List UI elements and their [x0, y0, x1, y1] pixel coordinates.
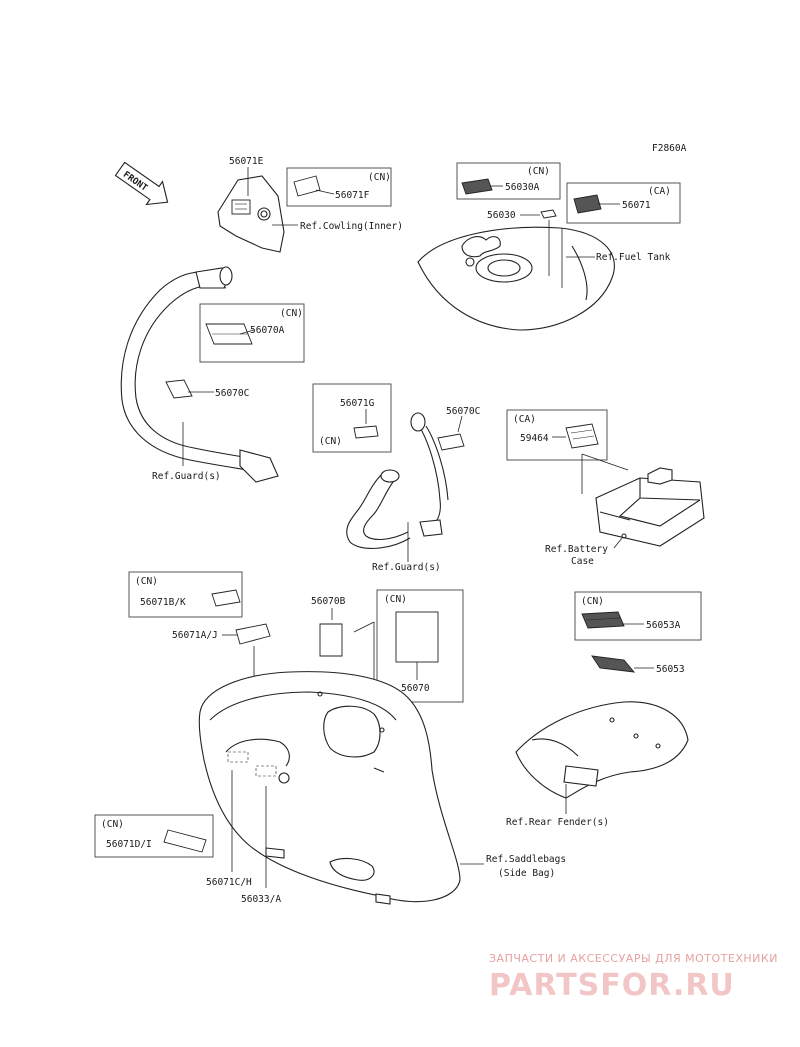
cn-box-56070A: [199, 303, 305, 363]
ref-battery-case-2: Case: [571, 556, 594, 567]
label-56070: 56070: [401, 683, 430, 694]
cn-box-56030A: [456, 162, 561, 200]
label-56071CH: 56071C/H: [206, 877, 252, 888]
label-56070A: 56070A: [250, 325, 285, 336]
ca-label: (CA): [513, 414, 536, 425]
label-56033A: 56033/A: [241, 894, 281, 905]
ref-cowling-inner: Ref.Cowling(Inner): [300, 221, 403, 232]
ref-fuel-tank: Ref.Fuel Tank: [596, 252, 671, 263]
label-56071G: 56071G: [340, 398, 375, 409]
cn-label: (CN): [101, 819, 124, 830]
label-56071AJ: 56071A/J: [172, 630, 218, 641]
label-56053: 56053: [656, 664, 685, 675]
ref-saddlebags-1: Ref.Saddlebags: [486, 854, 566, 865]
cn-label: (CN): [368, 172, 391, 183]
ref-battery-case-1: Ref.Battery: [545, 544, 608, 555]
ca-box-59464: [506, 409, 608, 461]
cn-box-56053A: [574, 591, 702, 641]
label-59464: 59464: [520, 433, 549, 444]
label-56030: 56030: [487, 210, 516, 221]
decal-56070C-right: [437, 433, 465, 451]
left-guard-illustration: [120, 266, 279, 483]
saddlebag-illustration: [198, 671, 461, 905]
decal-56070: [395, 611, 439, 663]
label-56071F: 56071F: [335, 190, 370, 201]
decal-56053A: [581, 611, 625, 629]
label-56071BK: 56071B/K: [140, 597, 186, 608]
label-56030A: 56030A: [505, 182, 540, 193]
decal-56030A: [461, 178, 493, 195]
cn-box-56071DI: [94, 814, 214, 858]
cn-box-56071F: [286, 167, 392, 207]
front-arrow-icon: FRONT: [114, 161, 169, 206]
battery-case-illustration: [595, 467, 705, 547]
watermark-tagline: ЗАПЧАСТИ И АКСЕССУАРЫ ДЛЯ МОТОТЕХНИКИ: [489, 952, 778, 965]
label-56071: 56071: [622, 200, 651, 211]
fuel-tank-illustration: [417, 226, 615, 331]
label-56071E: 56071E: [229, 156, 264, 167]
cn-label: (CN): [527, 166, 550, 177]
cn-box-56070: [376, 589, 464, 703]
decal-56071BK: [211, 589, 241, 607]
figure-code: F2860A: [652, 143, 687, 154]
decal-56071DI: [163, 829, 207, 853]
decal-56071: [573, 194, 602, 214]
cn-label: (CN): [384, 594, 407, 605]
decal-56071F: [293, 175, 321, 197]
label-56070B: 56070B: [311, 596, 346, 607]
center-guard-illustration: [346, 412, 449, 549]
label-56071DI: 56071D/I: [106, 839, 152, 850]
ref-saddlebags-2: (Side Bag): [498, 868, 555, 879]
label-56053A: 56053A: [646, 620, 681, 631]
decal-56053: [591, 655, 636, 673]
label-56070C-right: 56070C: [446, 406, 480, 417]
ref-rear-fender: Ref.Rear Fender(s): [506, 817, 609, 828]
decal-56071AJ: [235, 623, 271, 645]
decal-56071G: [353, 425, 379, 439]
watermark-logo: PARTSFOR.RU: [489, 968, 735, 1003]
cn-label: (CN): [135, 576, 158, 587]
cowling-inner-illustration: [217, 175, 285, 253]
rear-fender-illustration: [515, 701, 689, 799]
decal-56030: [540, 209, 557, 219]
ca-box-56071: [566, 182, 681, 224]
cn-label: (CN): [280, 308, 303, 319]
label-56070C-left: 56070C: [215, 388, 249, 399]
ref-guard-center: Ref.Guard(s): [372, 562, 441, 573]
cn-label: (CN): [581, 596, 604, 607]
cn-box-56071G: [312, 383, 392, 453]
ca-label: (CA): [648, 186, 671, 197]
cn-box-56071BK: [128, 571, 243, 618]
cn-label: (CN): [319, 436, 342, 447]
decal-56070C-left: [165, 379, 193, 399]
ref-guard-left: Ref.Guard(s): [152, 471, 221, 482]
decal-56070B: [319, 623, 343, 657]
